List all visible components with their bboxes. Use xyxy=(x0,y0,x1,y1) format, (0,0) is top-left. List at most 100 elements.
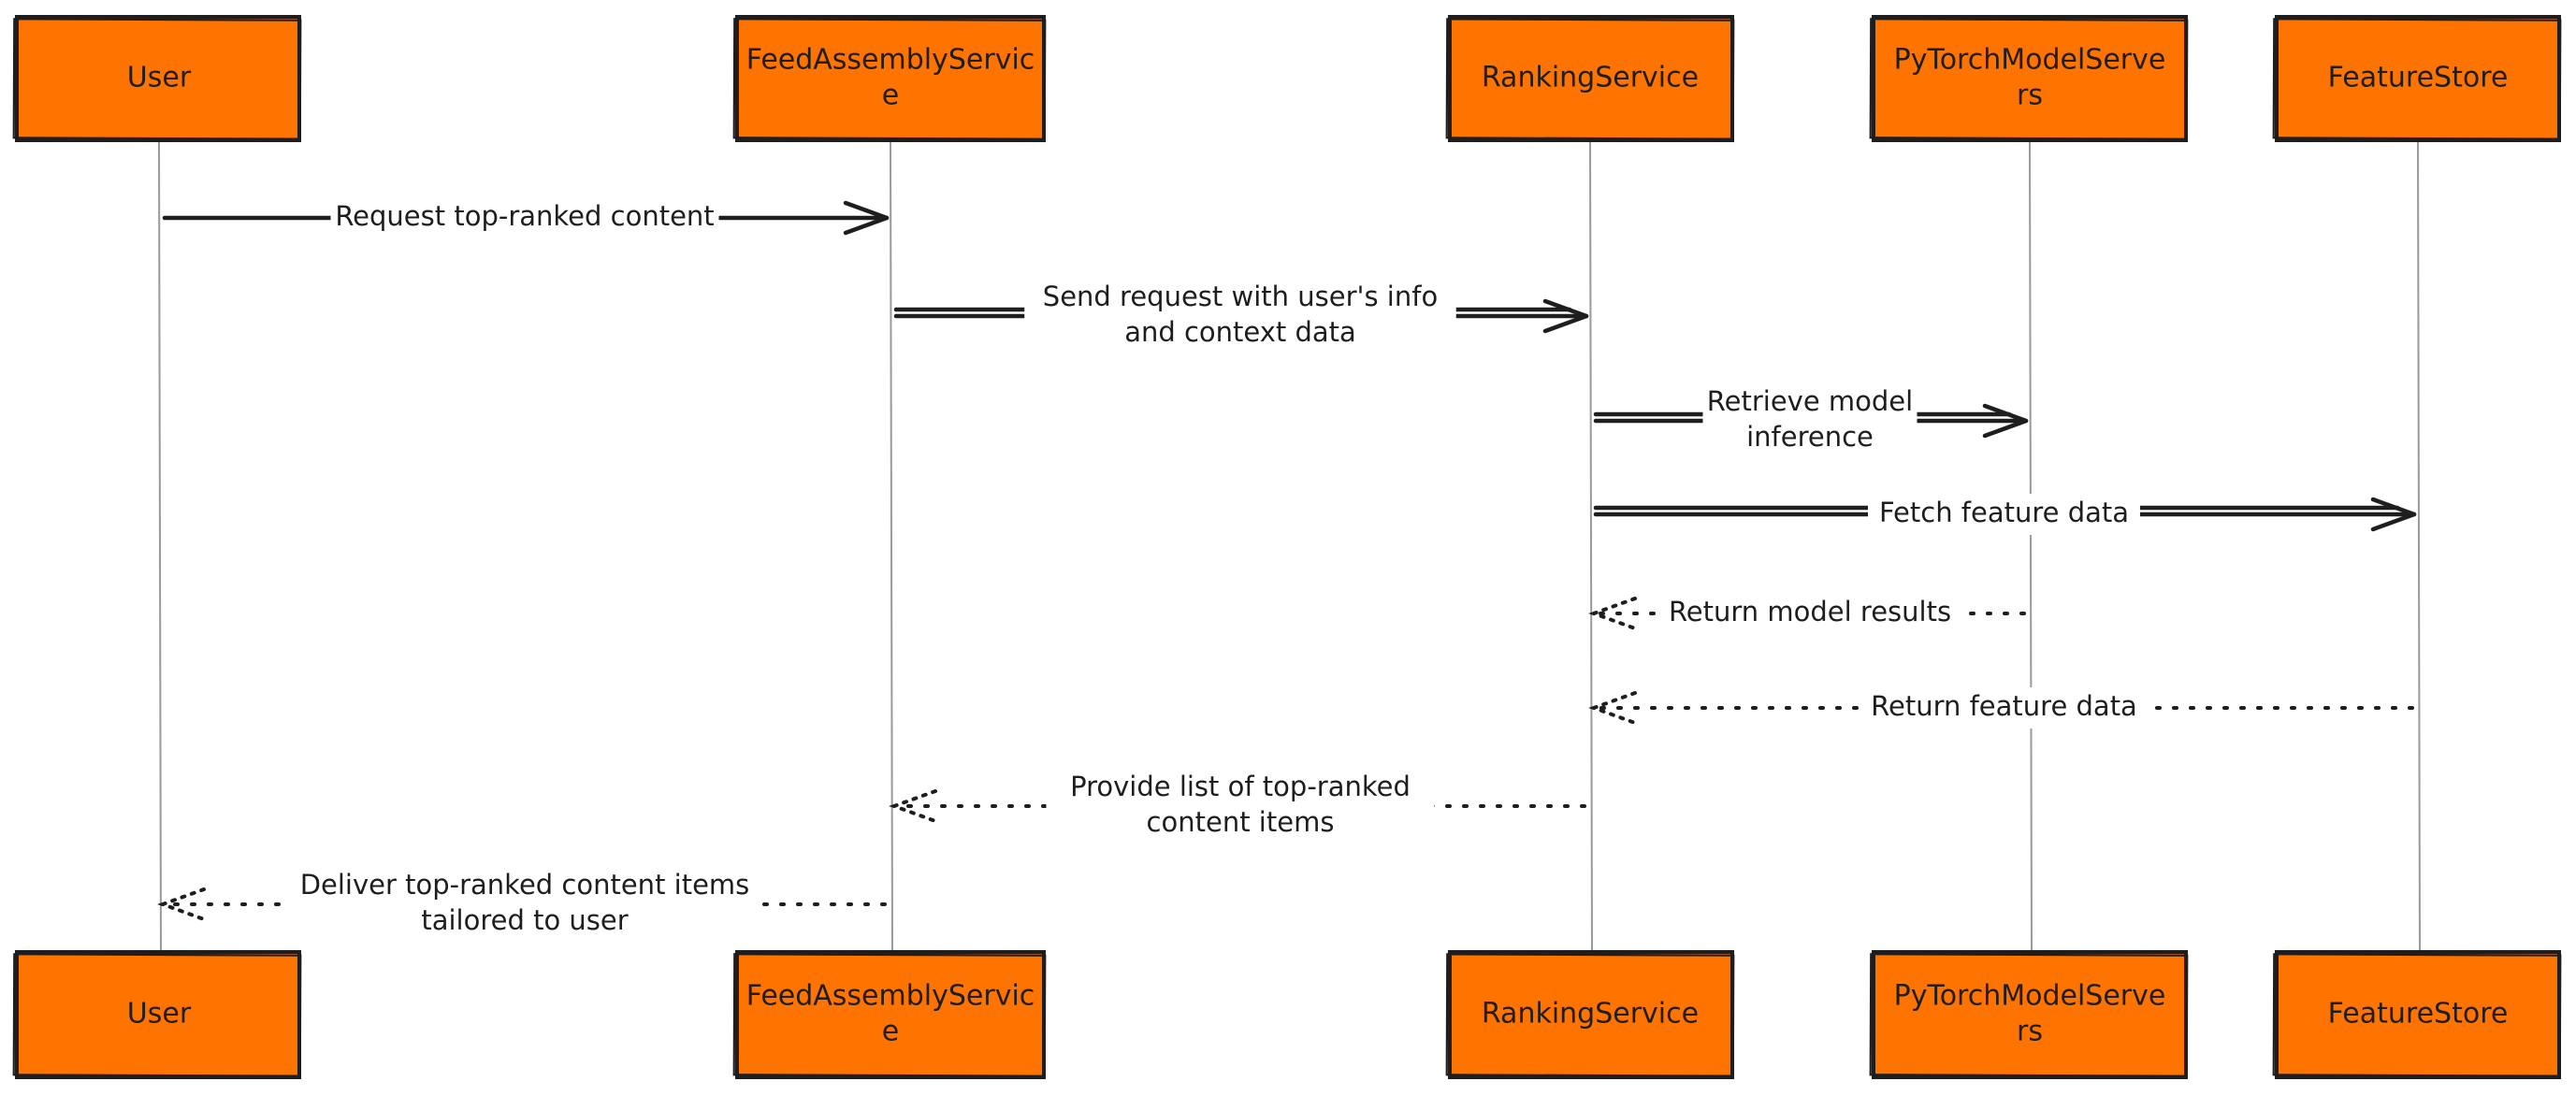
message-label-bg xyxy=(1702,382,1918,459)
actor-box xyxy=(1872,15,2188,142)
actor-ranking-top: RankingService xyxy=(1445,15,1735,142)
actor-box-sketch xyxy=(1445,953,1735,1077)
actor-box xyxy=(1448,15,1734,142)
actor-box-sketch xyxy=(1869,18,2189,140)
actor-label-line: rs xyxy=(2017,79,2043,112)
actor-label: FeatureStore xyxy=(2328,998,2509,1031)
arrowhead-icon xyxy=(843,200,890,236)
lifeline-feature xyxy=(2417,139,2421,953)
actor-label: FeatureStore xyxy=(2328,62,2509,94)
message-label-bg xyxy=(1046,768,1435,844)
message-label: Return model results xyxy=(1669,596,1951,627)
actor-box-sketch xyxy=(2272,18,2562,140)
message-label-bg xyxy=(287,866,762,943)
actor-box xyxy=(735,15,1046,142)
arrowhead-icon xyxy=(1982,403,2029,439)
arrowhead-icon xyxy=(157,887,206,921)
actor-box-sketch xyxy=(12,953,302,1077)
arrowhead-icon xyxy=(1588,597,1637,630)
lifeline-ranking xyxy=(1589,139,1593,953)
lifeline-feed xyxy=(890,139,893,953)
actor-ranking-bottom: RankingService xyxy=(1445,950,1735,1079)
message-label: Fetch feature data xyxy=(1879,497,2129,528)
actor-label-line: RankingService xyxy=(1482,998,1699,1031)
actor-user-bottom: User xyxy=(12,950,302,1079)
actor-box xyxy=(15,15,301,142)
lifeline-pytorch xyxy=(2029,139,2033,953)
actor-feature-bottom: FeatureStore xyxy=(2272,950,2562,1079)
message-label-line: content items xyxy=(1147,806,1335,838)
message-label-line: inference xyxy=(1746,421,1874,453)
lifelines xyxy=(158,139,2421,953)
message-1: Request top-ranked content xyxy=(162,197,890,238)
message-label-bg xyxy=(1024,278,1456,354)
message-label-bg xyxy=(1860,687,2148,728)
actor-label: User xyxy=(127,998,192,1031)
actor-label-line: FeatureStore xyxy=(2328,62,2509,94)
message-label: Retrieve model inference xyxy=(1707,385,1913,453)
actor-box-sketch xyxy=(732,18,1047,140)
actor-label-line: FeedAssemblyServic xyxy=(746,44,1035,77)
message-3: Retrieve model inference xyxy=(1593,382,2029,459)
message-label-bg xyxy=(1659,593,1961,634)
actor-label-line: PyTorchModelServe xyxy=(1894,980,2166,1013)
message-label-line: Retrieve model xyxy=(1707,385,1913,417)
message-label: Deliver top-ranked content itemstailored… xyxy=(300,869,750,936)
message-label-line: Send request with user's info xyxy=(1043,281,1438,312)
arrowhead-icon xyxy=(2370,497,2417,532)
actor-box-sketch xyxy=(1445,18,1735,140)
actor-label-line: FeatureStore xyxy=(2328,998,2509,1031)
actor-label-line: User xyxy=(127,62,192,94)
message-7: Provide list of top-ranked content items xyxy=(889,768,1586,844)
actor-label-line: e xyxy=(882,1016,899,1048)
actor-box xyxy=(2275,15,2561,142)
actor-box-sketch xyxy=(2272,953,2562,1077)
actor-box-sketch xyxy=(12,18,302,140)
arrowhead-icon xyxy=(889,789,937,823)
message-6: Return feature data xyxy=(1588,687,2414,728)
message-label-line: tailored to user xyxy=(421,904,628,936)
message-label: Provide list of top-ranked content items xyxy=(1070,771,1411,838)
actor-label-line: FeedAssemblyServic xyxy=(746,980,1035,1013)
actor-label-line: PyTorchModelServe xyxy=(1894,44,2166,77)
actor-label-line: rs xyxy=(2017,1016,2043,1048)
message-label: Return feature data xyxy=(1871,690,2137,722)
arrowhead-icon xyxy=(1588,691,1637,725)
message-label-line: Return feature data xyxy=(1871,690,2137,722)
arrowhead-icon xyxy=(1542,298,1589,334)
actor-label-line: e xyxy=(882,79,899,112)
actor-label-line: RankingService xyxy=(1482,62,1699,94)
message-label-line: Provide list of top-ranked xyxy=(1070,771,1411,802)
actor-box xyxy=(15,950,301,1079)
actor-box-sketch xyxy=(1869,953,2189,1077)
actor-label-line: User xyxy=(127,998,192,1031)
message-label: Request top-ranked content xyxy=(335,200,714,232)
actor-box-sketch xyxy=(732,953,1047,1077)
message-4: Fetch feature data xyxy=(1593,494,2417,535)
actor-box xyxy=(2275,950,2561,1079)
actor-feature-top: FeatureStore xyxy=(2272,15,2562,142)
message-label-bg xyxy=(1868,494,2140,535)
message-label-line: Fetch feature data xyxy=(1879,497,2129,528)
lifeline-user xyxy=(158,139,162,953)
actor-user-top: User xyxy=(12,15,302,142)
actor-box xyxy=(1872,950,2188,1079)
actor-label: User xyxy=(127,62,192,94)
actor-label: RankingService xyxy=(1482,62,1699,94)
actor-label: RankingService xyxy=(1482,998,1699,1031)
message-label-bg xyxy=(330,197,719,238)
message-label-line: Deliver top-ranked content items xyxy=(300,869,750,901)
message-5: Return model results xyxy=(1588,593,2026,634)
